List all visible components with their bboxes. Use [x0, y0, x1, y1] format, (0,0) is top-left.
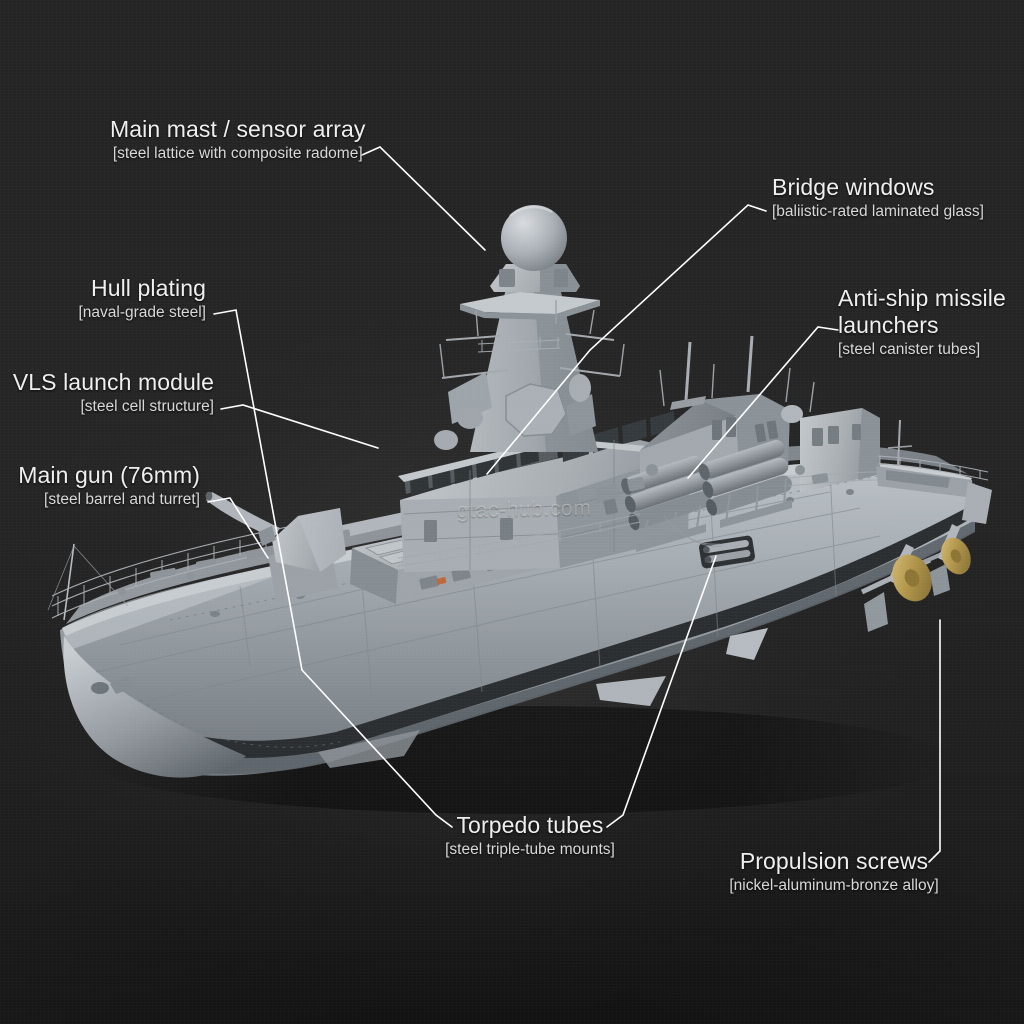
callout-anti-ship-missile-launchers: Anti-ship missile launchers [steel canis…	[838, 285, 1013, 359]
callout-main-mast: Main mast / sensor array [steel lattice …	[110, 116, 365, 163]
transom	[962, 482, 992, 524]
vls-face-fwd	[350, 548, 398, 604]
mast-dome-lower	[434, 430, 458, 450]
callout-main-gun: Main gun (76mm) [steel barrel and turret…	[0, 462, 200, 509]
callout-propulsion-screws-title: Propulsion screws	[739, 848, 929, 874]
callout-propulsion-screws-material: [nickel-aluminum-bronze alloy]	[729, 877, 939, 894]
callout-main-mast-title: Main mast / sensor array	[110, 116, 366, 142]
callout-hull-plating-material: [naval-grade steel]	[78, 304, 206, 321]
callout-torpedo-tubes: Torpedo tubes [steel triple-tube mounts]	[330, 812, 730, 859]
stabilizer-fin-aft	[726, 628, 768, 660]
helipad-marking	[886, 470, 950, 488]
callout-propulsion-screws: Propulsion screws [nickel-aluminum-bronz…	[664, 848, 1004, 895]
mast-dome-small-stbd	[569, 374, 591, 402]
aft-mast	[684, 341, 692, 401]
callout-vls-launch-module-material: [steel cell structure]	[80, 398, 214, 415]
propeller-stbd	[941, 537, 971, 575]
callout-main-gun-title: Main gun (76mm)	[18, 462, 200, 488]
stabilizer-fin-fwd	[596, 676, 666, 706]
jackstaff-rigging	[47, 545, 129, 611]
callout-hull-plating-title: Hull plating	[91, 275, 206, 301]
callout-bridge-windows-material: [baliistic-rated laminated glass]	[772, 203, 984, 220]
anchor	[110, 676, 134, 694]
vls-warning-marker	[436, 577, 447, 585]
stern-mast	[897, 419, 901, 467]
gun-turret-highlight	[298, 508, 346, 572]
hangar-side	[858, 408, 880, 480]
gun-muzzle	[205, 491, 213, 501]
anchor-hawse	[91, 682, 109, 694]
callout-bridge-windows: Bridge windows [baliistic-rated laminate…	[772, 174, 984, 221]
aft-railing	[877, 455, 989, 481]
callout-vls-launch-module-title: VLS launch module	[12, 369, 214, 395]
stern-mast-yard	[887, 445, 913, 449]
main-mast-sensor-array	[434, 205, 625, 452]
rudder-port	[864, 592, 888, 632]
mast-radar-face-port	[448, 372, 492, 424]
callout-main-gun-material: [steel barrel and turret]	[44, 491, 200, 508]
jackstaff	[63, 543, 75, 621]
callout-vls-launch-module: VLS launch module [steel cell structure]	[0, 369, 214, 416]
propulsion-group	[860, 524, 971, 632]
propeller-port	[892, 554, 932, 602]
callout-main-mast-material: [steel lattice with composite radome]	[112, 145, 363, 162]
launcher-deck-fwd	[636, 524, 706, 552]
callout-anti-ship-missile-launchers-title: Anti-ship missile launchers	[838, 285, 1006, 338]
callout-bridge-windows-title: Bridge windows	[772, 174, 935, 200]
rudder-stbd	[930, 564, 950, 596]
callout-anti-ship-missile-launchers-material: [steel canister tubes]	[838, 341, 981, 358]
callout-hull-plating: Hull plating [naval-grade steel]	[0, 275, 206, 322]
aft-satcom-dome	[781, 405, 803, 423]
launcher-deck-aft	[720, 500, 792, 528]
hull-mooring-lines	[663, 515, 723, 547]
callout-torpedo-tubes-title: Torpedo tubes	[456, 812, 604, 838]
mast-dome-small-port	[457, 407, 483, 429]
callout-torpedo-tubes-material: [steel triple-tube mounts]	[445, 841, 615, 858]
aft-mast-secondary	[746, 335, 754, 393]
bulbous-bow	[63, 636, 246, 778]
